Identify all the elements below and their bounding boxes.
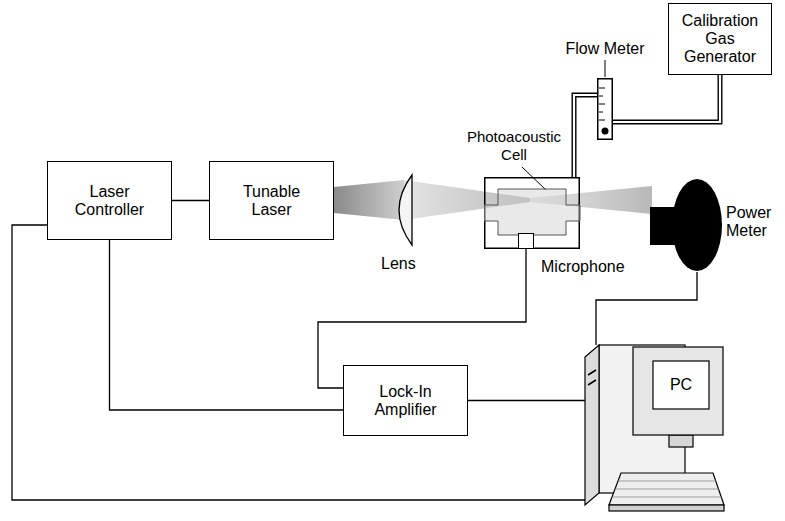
- laser-beam: [334, 180, 404, 220]
- drive-slot: [588, 380, 596, 385]
- part-label: Lens: [381, 255, 416, 273]
- keyboard: [609, 473, 724, 505]
- node-label: Photoacoustic Cell: [462, 128, 566, 164]
- node-label: PC: [655, 363, 707, 407]
- signal-wire: [172, 200, 209, 201]
- scale-tick: [599, 104, 605, 105]
- lens-symbol: [399, 175, 412, 245]
- signal-wire: [468, 400, 585, 401]
- keyboard-edge: [609, 505, 724, 511]
- signal-wire: [12, 225, 585, 500]
- cell-body: [485, 178, 580, 249]
- gas-tube: [613, 75, 720, 122]
- connector-line: [110, 240, 344, 410]
- scale-tick: [599, 120, 605, 121]
- connector-line: [596, 272, 697, 345]
- tube-wall: [574, 95, 597, 177]
- node-label: Microphone: [541, 258, 641, 276]
- tube-bore: [613, 75, 720, 122]
- key-row: [618, 481, 716, 482]
- photoacoustic-cell: Photoacoustic CellMicrophone: [484, 177, 580, 249]
- node-label: Flow Meter: [555, 40, 655, 58]
- scale-tick: [599, 96, 603, 97]
- key-row: [612, 497, 721, 498]
- connector-line: [574, 95, 597, 177]
- process-box: Lock-In Amplifier: [343, 365, 468, 436]
- key-row: [615, 489, 719, 490]
- computer-outline: [585, 345, 725, 515]
- node-label: Power Meter: [726, 204, 776, 240]
- node-label: Tunable Laser: [230, 183, 314, 219]
- process-box: Laser Controller: [47, 161, 172, 240]
- monitor-screen: [653, 361, 709, 409]
- drive-slot: [588, 370, 596, 375]
- signal-wire: [110, 240, 344, 410]
- flow-tube: [598, 79, 613, 140]
- detector-disc: [672, 179, 722, 271]
- scale-tick: [599, 88, 605, 89]
- monitor-frame: [633, 347, 723, 435]
- power-meter-outline: [650, 178, 724, 272]
- tube-bore: [574, 95, 597, 177]
- microphone: Microphone: [518, 233, 534, 249]
- scale-tick: [599, 112, 603, 113]
- monitor-stand: [669, 435, 693, 447]
- signal-wire: [596, 272, 697, 345]
- process-box: Calibration Gas Generator: [668, 3, 772, 75]
- leader-line: [605, 60, 606, 77]
- cell-cavity: [484, 189, 580, 235]
- connector-line: [12, 225, 585, 500]
- connector-line: [468, 400, 585, 401]
- flow-meter-outline: [597, 78, 613, 140]
- process-box: Tunable Laser: [209, 161, 334, 240]
- gas-tube: [574, 95, 597, 177]
- connector-line: [613, 75, 720, 122]
- node-label: Calibration Gas Generator: [677, 12, 763, 66]
- tube-wall: [613, 75, 720, 122]
- tower-front: [585, 345, 599, 505]
- flow-meter: Flow Meter: [597, 78, 613, 140]
- connector-line: [172, 200, 209, 201]
- node-label: Lock-In Amplifier: [352, 383, 459, 419]
- computer: PC: [585, 345, 725, 515]
- node-label: Laser Controller: [56, 183, 163, 219]
- float-ball: [602, 128, 609, 135]
- power-meter: Power Meter: [650, 178, 724, 272]
